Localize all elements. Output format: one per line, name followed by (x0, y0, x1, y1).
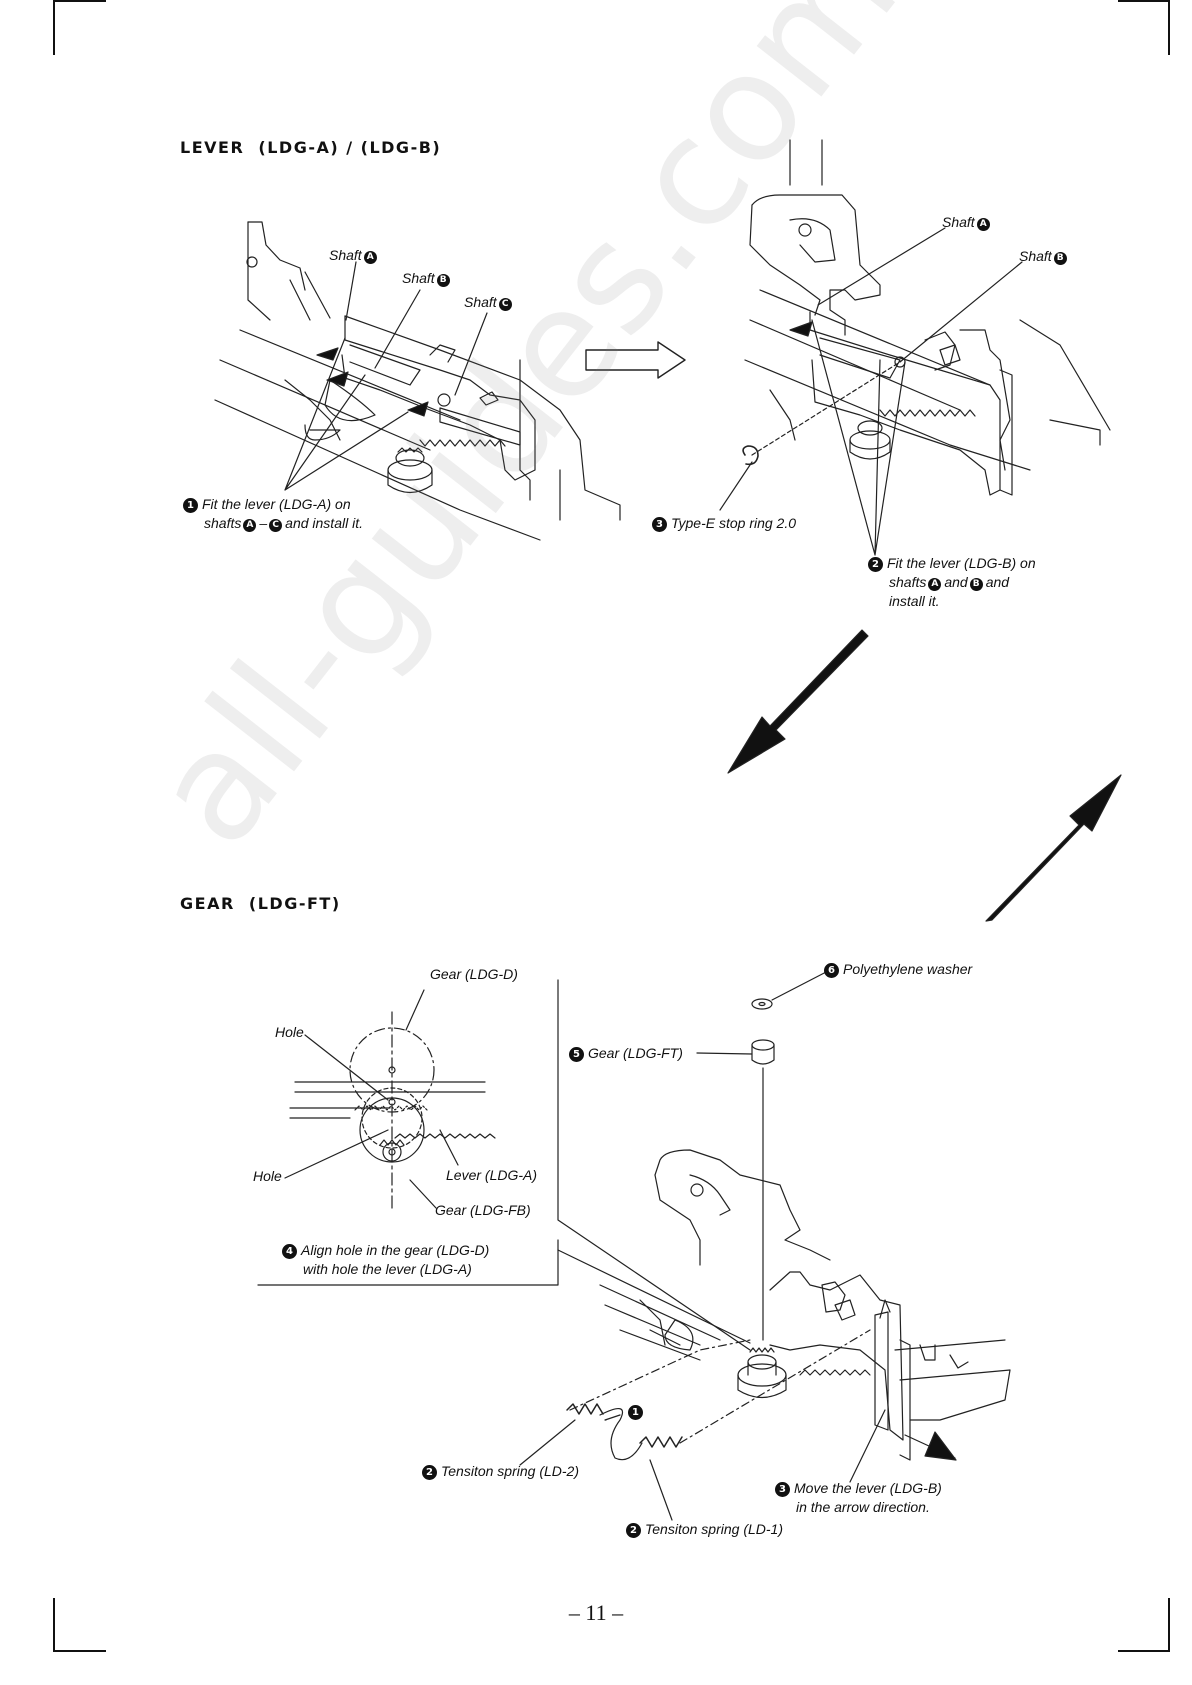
letter-badge: A (976, 218, 990, 231)
direction-arrow-up-right (985, 774, 1122, 922)
step-badge: 2 (868, 557, 883, 572)
crop-mark-top-right-v (1168, 0, 1170, 55)
step-badge: 4 (282, 1244, 297, 1259)
label-gear-ldg-fb: Gear (LDG-FB) (435, 1202, 531, 1218)
step-badge: 5 (569, 1047, 584, 1062)
letter-badge: B (1053, 252, 1067, 265)
step-badge: 2 (422, 1465, 437, 1480)
step-badge: 2 (626, 1523, 641, 1538)
label-hole-top: Hole (275, 1024, 304, 1040)
step-badge: 1 (628, 1405, 643, 1420)
letter-badge: B (969, 578, 983, 591)
crop-mark-bottom-left-v (53, 1598, 55, 1650)
page-number: – 11 – (568, 1600, 624, 1625)
step-badge: 3 (775, 1482, 790, 1497)
lever-ldg-b-illustration (719, 139, 1111, 556)
crop-mark-top-left-h (53, 0, 106, 2)
process-arrow (585, 341, 686, 379)
letter-badge: C (269, 519, 283, 532)
letter-badge: C (498, 298, 512, 311)
label-gear-ldg-d: Gear (LDG-D) (430, 966, 518, 982)
crop-mark-top-left-v (53, 0, 55, 55)
letter-badge: A (928, 578, 942, 591)
label-lever-ldg-a: Lever (LDG-A) (446, 1167, 538, 1183)
letter-badge: A (363, 251, 377, 264)
section-title-lever: LEVER (LDG-A) / (LDG-B) (180, 138, 442, 157)
crop-mark-bottom-right-v (1168, 1598, 1170, 1650)
letter-badge: B (436, 274, 450, 287)
step-badge: 3 (652, 517, 667, 532)
crop-mark-top-right-h (1118, 0, 1170, 2)
crop-mark-bottom-right-h (1118, 1650, 1170, 1652)
direction-arrow-down-left (727, 629, 869, 774)
step1-spring-hook: 1 (628, 1402, 647, 1421)
gear-alignment-detail (257, 979, 751, 1351)
lever-ldg-a-illustration (214, 221, 621, 541)
step-badge: 1 (183, 498, 198, 513)
step-badge: 6 (824, 963, 839, 978)
crop-mark-bottom-left-h (53, 1650, 106, 1652)
label-hole-bottom: Hole (253, 1168, 282, 1184)
letter-badge: A (243, 519, 257, 532)
gear-ldg-ft-assembly (519, 969, 1011, 1521)
section-title-gear: GEAR (LDG-FT) (180, 894, 341, 913)
